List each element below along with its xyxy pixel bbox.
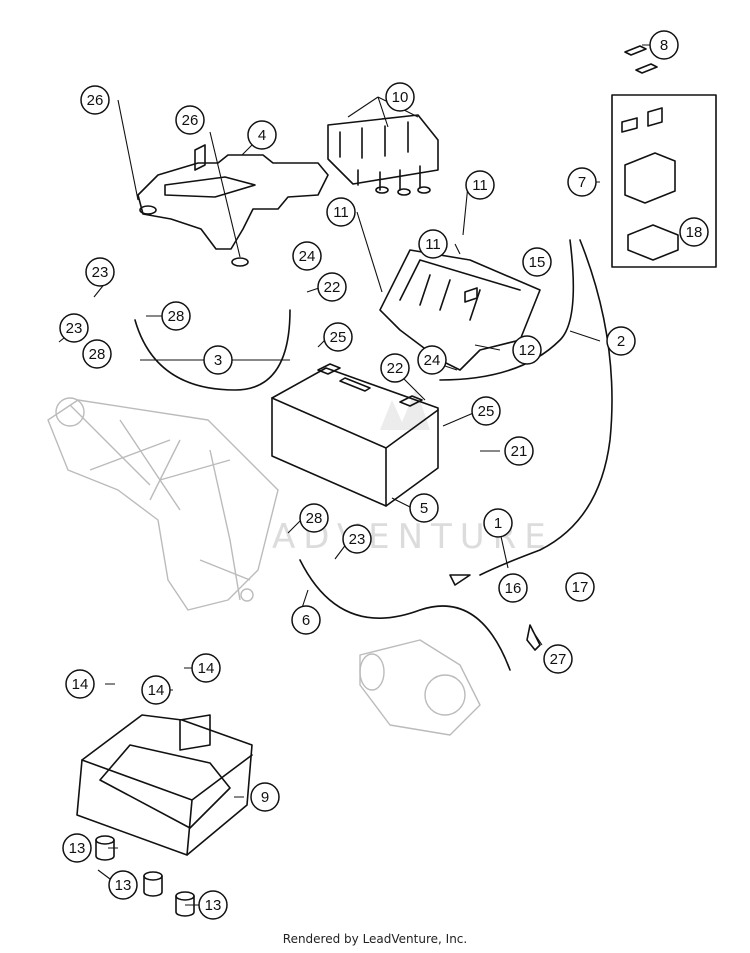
callout-22-a: 22 — [317, 272, 347, 302]
callout-15: 15 — [522, 247, 552, 277]
callout-28-a: 28 — [161, 301, 191, 331]
callout-12: 12 — [512, 335, 542, 365]
callout-23-a: 23 — [85, 257, 115, 287]
svg-text:4: 4 — [258, 127, 266, 144]
svg-text:22: 22 — [387, 360, 404, 377]
svg-text:2: 2 — [617, 333, 625, 350]
svg-text:24: 24 — [424, 352, 441, 369]
svg-text:26: 26 — [182, 112, 199, 129]
svg-text:15: 15 — [529, 254, 546, 271]
svg-text:25: 25 — [330, 329, 347, 346]
svg-text:11: 11 — [472, 177, 488, 194]
svg-text:10: 10 — [392, 89, 409, 106]
svg-text:14: 14 — [148, 682, 165, 699]
callout-11-b: 11 — [326, 197, 356, 227]
callout-11-c: 11 — [418, 229, 448, 259]
svg-text:8: 8 — [660, 37, 668, 54]
callout-13-a: 13 — [62, 833, 92, 863]
callout-24-a: 24 — [292, 241, 322, 271]
cables — [134, 239, 613, 671]
callout-13-c: 13 — [198, 890, 228, 920]
callout-11-a: 11 — [465, 170, 495, 200]
svg-text:23: 23 — [349, 531, 366, 548]
rubber-feet — [95, 835, 195, 917]
svg-text:21: 21 — [511, 443, 528, 460]
svg-text:26: 26 — [87, 92, 104, 109]
bracket-plate — [137, 144, 329, 267]
callout-21: 21 — [504, 436, 534, 466]
leader-lines — [58, 44, 652, 906]
callout-3: 3 — [203, 345, 233, 375]
battery — [271, 363, 439, 507]
svg-text:24: 24 — [299, 248, 316, 265]
svg-text:14: 14 — [72, 676, 89, 693]
callout-16: 16 — [498, 573, 528, 603]
svg-text:22: 22 — [324, 279, 341, 296]
callout-10: 10 — [385, 82, 415, 112]
svg-text:16: 16 — [505, 580, 522, 597]
callout-26-b: 26 — [175, 105, 205, 135]
svg-text:28: 28 — [168, 308, 185, 325]
svg-text:6: 6 — [302, 612, 310, 629]
callout-22-b: 22 — [380, 353, 410, 383]
battery-box — [76, 714, 253, 856]
callout-23-c: 23 — [342, 524, 372, 554]
svg-text:9: 9 — [261, 789, 269, 806]
callout-14-c: 14 — [141, 675, 171, 705]
svg-text:14: 14 — [198, 660, 215, 677]
callout-4: 4 — [247, 120, 277, 150]
fuses — [624, 45, 658, 74]
svg-text:23: 23 — [92, 264, 109, 281]
callout-14-a: 14 — [191, 653, 221, 683]
callout-27: 27 — [543, 644, 573, 674]
callout-28-c: 28 — [299, 503, 329, 533]
callout-18: 18 — [679, 217, 709, 247]
relay-kit-box — [611, 94, 717, 268]
callout-25-a: 25 — [323, 322, 353, 352]
svg-text:17: 17 — [572, 579, 589, 596]
frame-ghost — [47, 397, 279, 611]
svg-text:13: 13 — [205, 897, 222, 914]
callout-24-b: 24 — [417, 345, 447, 375]
svg-text:13: 13 — [69, 840, 86, 857]
svg-text:5: 5 — [420, 500, 428, 517]
callout-9: 9 — [250, 782, 280, 812]
relay-block — [327, 114, 439, 196]
footer-credit: Rendered by LeadVenture, Inc. — [282, 932, 468, 946]
callout-6: 6 — [291, 605, 321, 635]
callout-28-b: 28 — [82, 339, 112, 369]
callout-8: 8 — [649, 30, 679, 60]
svg-text:13: 13 — [115, 877, 132, 894]
svg-text:7: 7 — [578, 174, 586, 191]
svg-text:23: 23 — [66, 320, 83, 337]
svg-text:1: 1 — [494, 515, 502, 532]
svg-text:28: 28 — [306, 510, 323, 527]
svg-text:11: 11 — [425, 236, 441, 253]
svg-text:28: 28 — [89, 346, 106, 363]
callout-5: 5 — [409, 493, 439, 523]
callout-13-b: 13 — [108, 870, 138, 900]
callout-17: 17 — [565, 572, 595, 602]
callouts: 8 10 26 26 4 7 11 11 11 18 15 24 23 22 2… — [59, 30, 709, 920]
callout-23-b: 23 — [59, 313, 89, 343]
callout-1: 1 — [483, 508, 513, 538]
svg-text:3: 3 — [214, 352, 222, 369]
svg-text:27: 27 — [550, 651, 567, 668]
callout-26-a: 26 — [80, 85, 110, 115]
callout-7: 7 — [567, 167, 597, 197]
callout-14-b: 14 — [65, 669, 95, 699]
svg-text:12: 12 — [519, 342, 536, 359]
callout-25-b: 25 — [471, 396, 501, 426]
callout-2: 2 — [606, 326, 636, 356]
svg-text:11: 11 — [333, 204, 349, 221]
svg-text:18: 18 — [686, 224, 703, 241]
svg-text:25: 25 — [478, 403, 495, 420]
starter-motor — [359, 639, 481, 736]
